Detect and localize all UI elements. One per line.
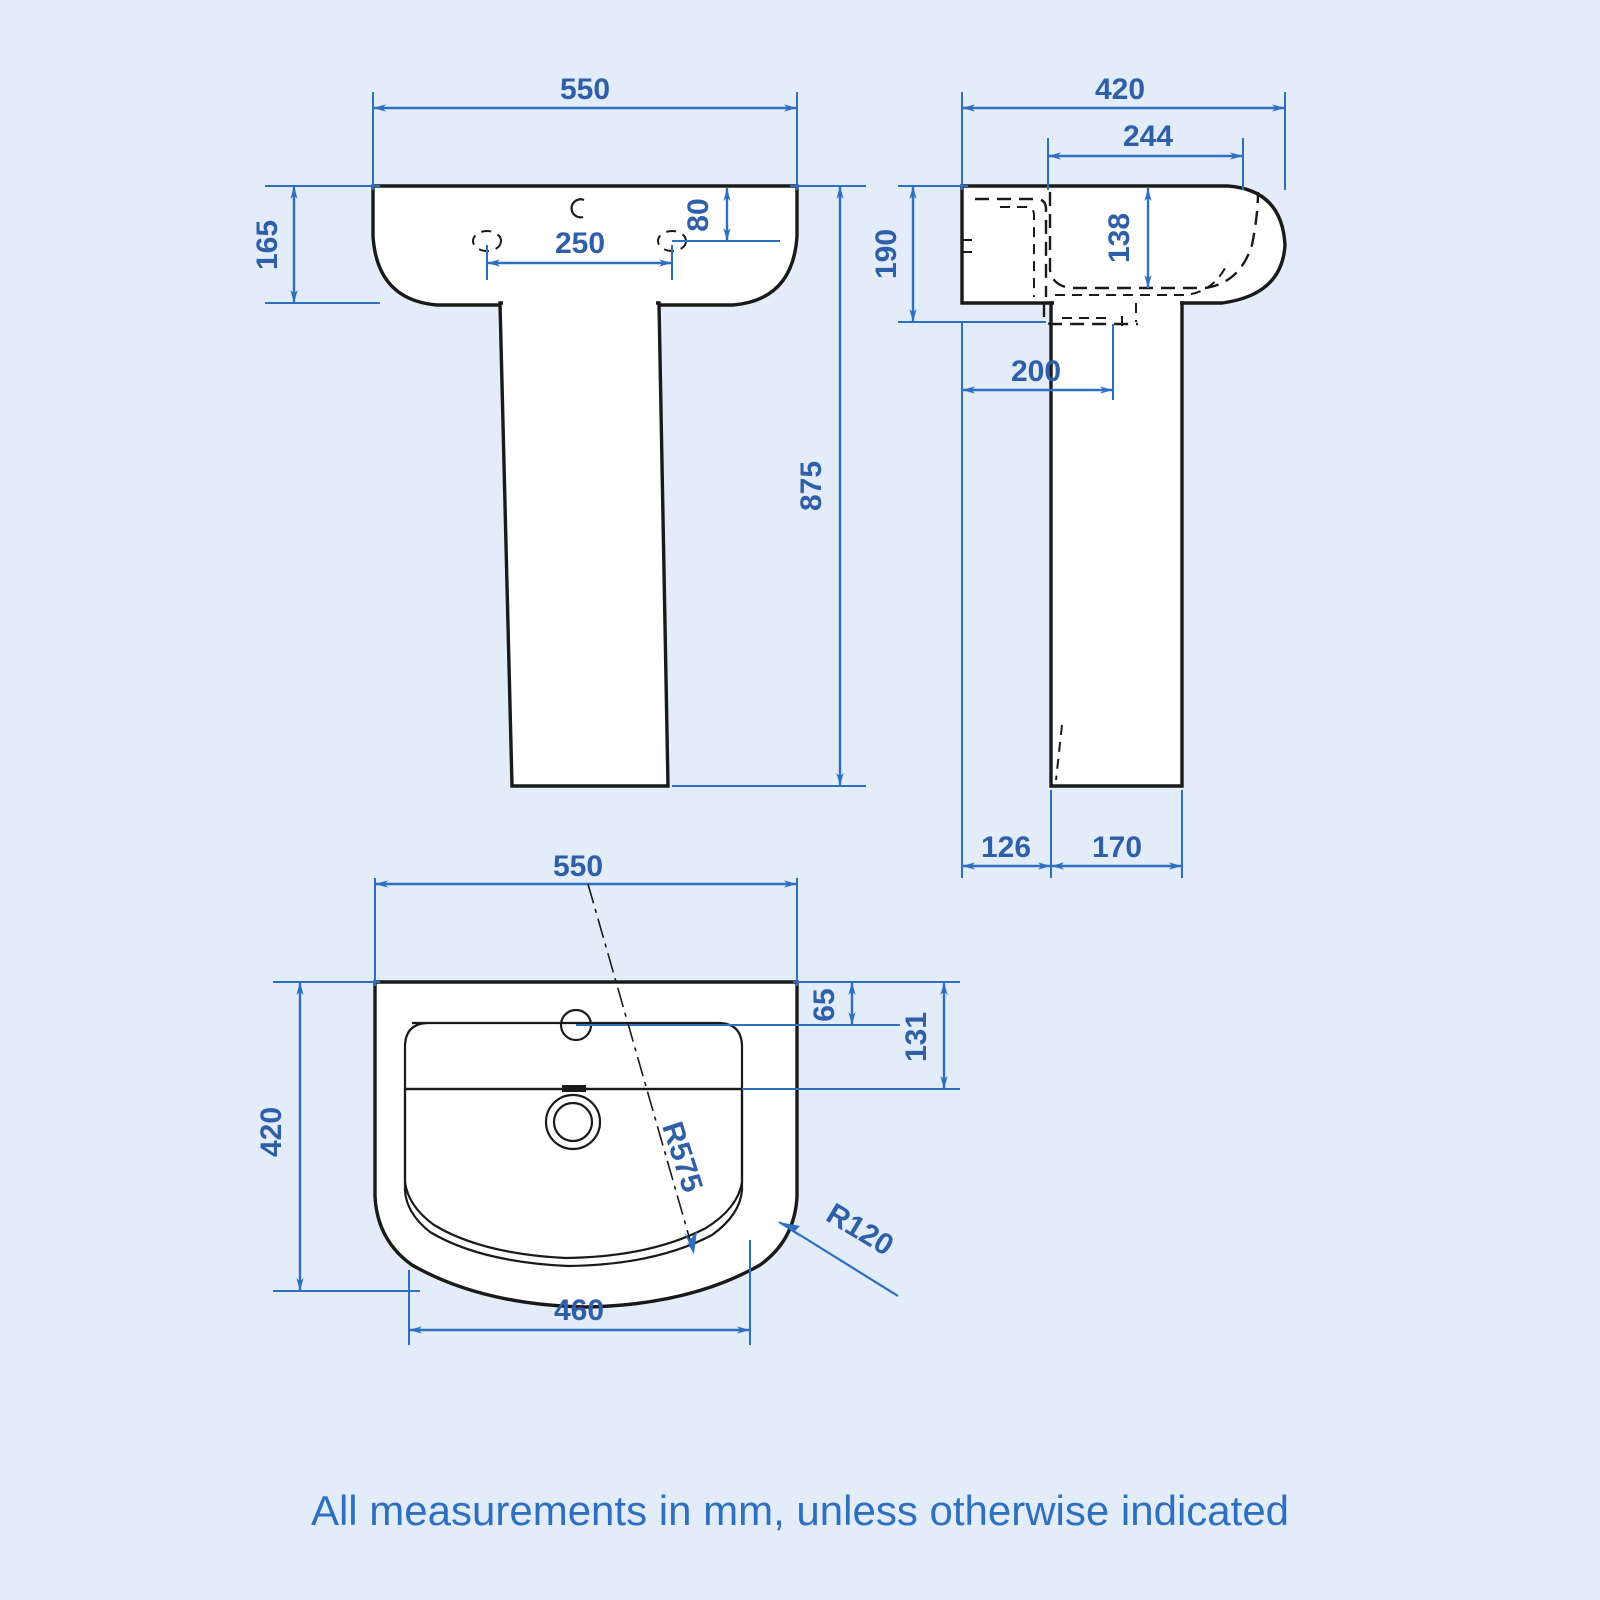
front-overflow-icon — [570, 198, 585, 219]
front-165-label: 165 — [251, 220, 284, 270]
side-basin-outline — [960, 184, 1287, 305]
front-550-label: 550 — [560, 73, 610, 106]
side-hidden-bowl-profile — [1048, 191, 1260, 290]
plan-bowl-inner-outline — [403, 1087, 744, 1260]
plan-r575-leader — [587, 883, 695, 1255]
side-244-label: 244 — [1123, 120, 1173, 153]
plan-550-label: 550 — [553, 850, 603, 883]
plan-420-label: 420 — [255, 1107, 288, 1157]
plan-waste-inner — [552, 1101, 594, 1143]
side-basin-pedestal-join — [1054, 297, 1180, 307]
plan-131-label: 131 — [900, 1012, 933, 1062]
side-420-label: 420 — [1095, 73, 1145, 106]
plan-r575-arrowhead — [684, 1231, 697, 1254]
front-875-label: 875 — [795, 461, 828, 511]
front-pedestal-outline — [498, 301, 670, 788]
side-hidden-backsplash-outer — [975, 197, 1048, 297]
plan-overflow-slot — [562, 1085, 586, 1092]
plan-r120-arrowhead — [779, 1222, 801, 1238]
plan-view: 550 420 460 65 131 R575 R120 — [255, 850, 960, 1345]
front-basin-pedestal-join — [503, 296, 656, 308]
side-pedestal-seam — [1055, 724, 1063, 781]
side-hidden-backsplash-inner — [1000, 206, 1035, 297]
side-138-label: 138 — [1103, 213, 1136, 263]
side-hidden-trap-detail — [1062, 303, 1137, 326]
measurements-caption: All measurements in mm, unless otherwise… — [311, 1487, 1289, 1534]
plan-460-label: 460 — [554, 1294, 604, 1327]
plan-waste-outer — [544, 1093, 602, 1151]
front-basin-outline — [371, 184, 799, 307]
side-190-label: 190 — [870, 229, 903, 279]
side-170-label: 170 — [1092, 831, 1142, 864]
front-elevation-view: 550 165 250 80 875 — [251, 73, 866, 788]
front-250-label: 250 — [555, 227, 605, 260]
plan-65-label: 65 — [808, 988, 841, 1021]
side-hidden-bowl-base — [1055, 261, 1229, 296]
side-126-label: 126 — [981, 831, 1031, 864]
plan-bowl-rim-outline — [403, 1021, 744, 1268]
side-hidden-waste-pipe — [1042, 303, 1138, 326]
front-80-label: 80 — [682, 198, 715, 231]
side-elevation-view: 420 244 190 138 200 126 170 — [870, 73, 1287, 878]
side-pedestal-outline — [1049, 301, 1184, 788]
plan-r120-leader — [778, 1221, 899, 1297]
side-200-label: 200 — [1011, 355, 1061, 388]
side-hidden-back-notch — [962, 239, 978, 253]
